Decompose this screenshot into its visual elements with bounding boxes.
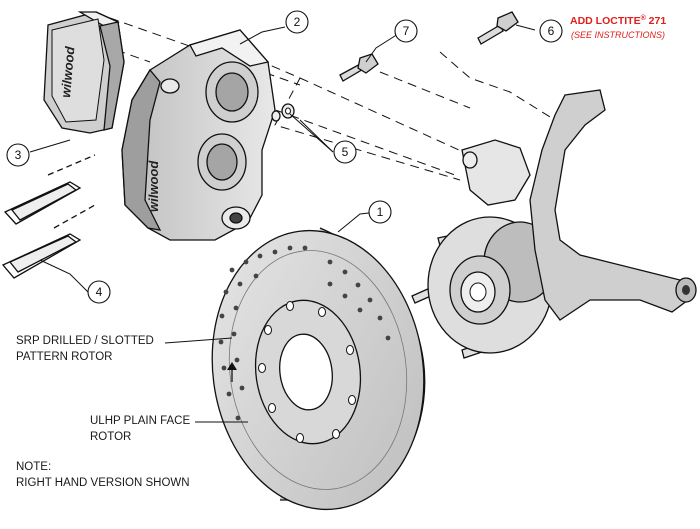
srp-rotor-label: SRP DRILLED / SLOTTED PATTERN ROTOR: [16, 335, 154, 363]
callout-2-label: 2: [294, 15, 301, 29]
callout-7: 7: [394, 19, 418, 43]
callout-5-label: 5: [342, 145, 349, 159]
callout-1: 1: [368, 200, 392, 224]
loctite-text: ADD LOCTITE® 271: [570, 14, 666, 27]
srp-label-line2: PATTERN ROTOR: [16, 351, 112, 363]
brake-rotor: [211, 227, 426, 511]
note-heading: NOTE:: [16, 461, 51, 473]
version-note: NOTE: RIGHT HAND VERSION SHOWN: [16, 461, 190, 489]
callout-4-label: 4: [96, 285, 103, 299]
brake-pad: wilwood: [43, 11, 125, 134]
pad-logo: wilwood: [58, 45, 78, 98]
callout-1-label: 1: [377, 205, 384, 219]
mounting-bolt: [339, 53, 379, 82]
callout-5: 5: [333, 140, 357, 164]
ulhp-label-line2: ROTOR: [90, 431, 131, 443]
callout-6: 6: [539, 19, 563, 43]
steering-knuckle: [461, 89, 697, 321]
ulhp-rotor-label: ULHP PLAIN FACE ROTOR: [90, 415, 190, 443]
callout-7-label: 7: [403, 24, 410, 38]
caliper-logo: wilwood: [146, 160, 161, 212]
ulhp-label-line1: ULHP PLAIN FACE: [90, 415, 190, 427]
caliper: wilwood: [121, 29, 276, 241]
note-body: RIGHT HAND VERSION SHOWN: [16, 477, 190, 489]
pad-retainer-clips: [1, 154, 96, 279]
rotor-lug-holes: [258, 301, 356, 443]
srp-label-line1: SRP DRILLED / SLOTTED: [16, 335, 154, 347]
loctite-subtext: (SEE INSTRUCTIONS): [571, 30, 665, 40]
loctite-note: ADD LOCTITE® 271 (SEE INSTRUCTIONS): [570, 14, 666, 40]
callout-6-label: 6: [548, 24, 555, 38]
callout-3-label: 3: [15, 148, 22, 162]
callout-2: 2: [285, 10, 309, 34]
arrow-up-icon: [227, 362, 237, 370]
callout-3: 3: [6, 143, 30, 167]
washers: [271, 103, 295, 122]
loctite-bolt: [477, 11, 519, 45]
callout-4: 4: [87, 280, 111, 304]
rotor-drill-holes: [218, 245, 391, 421]
